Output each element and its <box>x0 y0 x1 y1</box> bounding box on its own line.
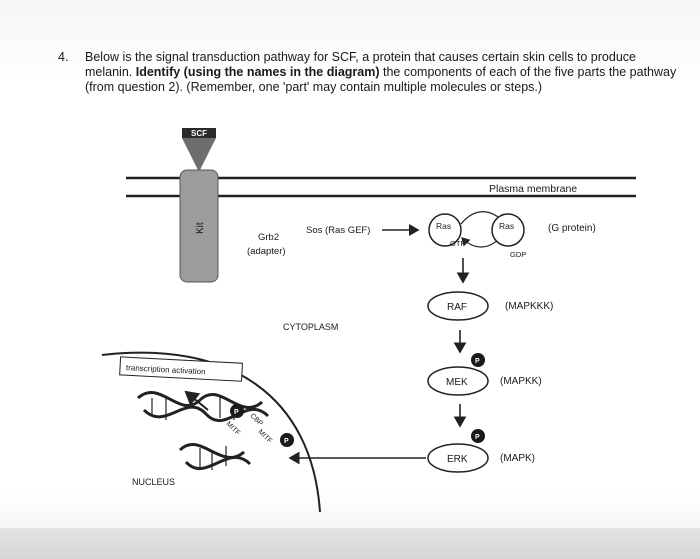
scf-label: SCF <box>191 129 207 138</box>
dna-helix <box>136 390 270 470</box>
cytoplasm-label: CYTOPLASM <box>283 322 338 332</box>
gdp-label: GDP <box>510 250 526 259</box>
adapter-label: (adapter) <box>247 246 286 257</box>
sos-label: Sos (Ras GEF) <box>306 225 370 236</box>
question-body: Below is the signal transduction pathway… <box>85 50 678 95</box>
plasma-membrane-label: Plasma membrane <box>489 183 577 195</box>
question-emphasis: Identify (using the names in the diagram… <box>135 65 380 79</box>
question-text: 4. Below is the signal transduction path… <box>58 50 678 95</box>
mitf-phosphate-2-label: P <box>284 438 289 445</box>
mek-phosphate-label: P <box>475 358 480 365</box>
mapkkk-label: (MAPKKK) <box>505 301 553 312</box>
nuclear-envelope <box>101 351 321 513</box>
mapkk-label: (MAPKK) <box>500 376 542 387</box>
ras-gdp-circle <box>491 213 525 247</box>
erk-phosphate-label: P <box>475 434 480 441</box>
question-text-part-2: the components of each of the five parts… <box>85 65 677 94</box>
ras-gtp-circle <box>428 213 462 247</box>
ras-gdp-label: Ras <box>499 221 514 231</box>
raf-label: RAF <box>447 302 467 313</box>
mitf-phosphate-2 <box>280 433 294 447</box>
bottom-shadow-band <box>0 528 700 559</box>
nucleus-label: NUCLEUS <box>132 477 175 487</box>
mapk-label: (MAPK) <box>500 453 535 464</box>
raf-oval <box>427 291 489 321</box>
scf-ligand <box>182 128 216 172</box>
erk-phosphate <box>471 429 485 443</box>
kit-label: Kit <box>195 222 206 234</box>
mek-phosphate <box>471 353 485 367</box>
cbp-label: CBP <box>249 412 264 427</box>
question-number: 4. <box>58 50 69 64</box>
gtp-label: GTP <box>450 239 465 248</box>
kit-receptor <box>179 169 219 283</box>
mitf-label-1: MITF <box>225 420 241 436</box>
mek-label: MEK <box>446 377 468 388</box>
mitf-phosphate-1-label: P <box>234 409 239 416</box>
mitf-phosphate-1 <box>230 404 244 418</box>
mitf-label-2: MITF <box>257 428 273 444</box>
transcription-box <box>119 356 243 382</box>
erk-label: ERK <box>447 454 468 465</box>
erk-oval <box>427 443 489 473</box>
transcription-label: transcription activation <box>126 363 206 376</box>
question-text-part-1: Below is the signal transduction pathway… <box>85 50 636 79</box>
grb2-label: Grb2 <box>258 232 279 243</box>
g-protein-label: (G protein) <box>548 223 596 234</box>
mek-oval <box>427 366 489 396</box>
ras-gtp-label: Ras <box>436 221 451 231</box>
